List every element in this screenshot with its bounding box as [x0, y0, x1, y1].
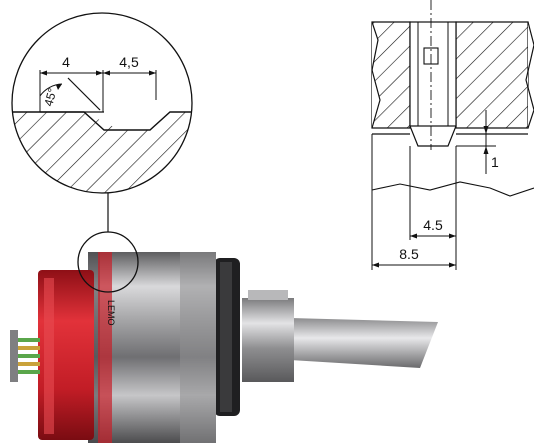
detail-angle-45: 45° — [41, 86, 59, 107]
connector-red-stripe — [98, 252, 112, 443]
section-right-block — [455, 21, 529, 129]
detail-section-hatch — [12, 112, 192, 193]
detail-dim-4-5: 4,5 — [119, 54, 139, 70]
detail-dim-4: 4 — [62, 54, 70, 70]
connector-sleeve-marking: LEMO — [106, 300, 116, 326]
section-dim-4-5: 4.5 — [423, 217, 443, 233]
section-dim-1: 1 — [491, 154, 499, 170]
connector-nut — [242, 298, 294, 382]
section-view: 1 4.5 8.5 — [371, 0, 534, 270]
connector-detail-marker — [77, 231, 139, 293]
connector-product: LEMO — [10, 231, 438, 443]
section-dim-8-5: 8.5 — [399, 246, 419, 262]
section-screw — [409, 21, 457, 127]
detail-view: 4 4,5 45° — [11, 12, 193, 232]
connector-pins — [10, 330, 40, 382]
connector-rod — [290, 318, 438, 368]
